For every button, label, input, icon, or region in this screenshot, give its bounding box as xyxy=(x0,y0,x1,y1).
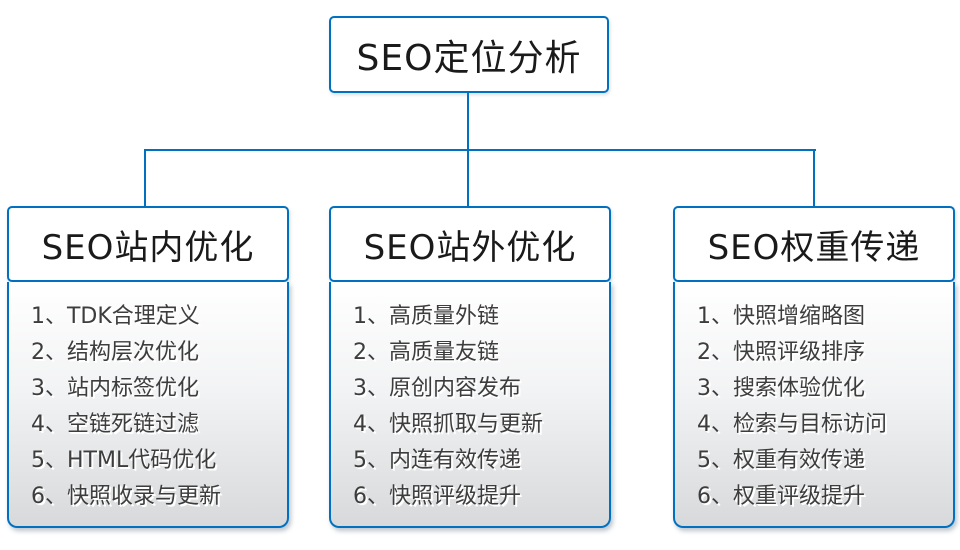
list-item: 1、快照增缩略图 xyxy=(697,304,865,329)
list-item: 5、权重有效传递 xyxy=(697,448,865,473)
connector-right-dropper-line xyxy=(813,149,815,206)
list-item: 4、检索与目标访问 xyxy=(697,412,887,437)
list-item: 1、TDK合理定义 xyxy=(31,304,200,329)
column-header-onsite-title: SEO站内优化 xyxy=(41,227,255,268)
list-item: 5、HTML代码优化 xyxy=(31,448,217,473)
connector-root-vertical-line xyxy=(467,93,469,151)
column-list-onsite: 1、TDK合理定义 2、结构层次优化 3、站内标签优化 4、空链死链过滤 5、H… xyxy=(7,282,289,528)
column-header-offsite: SEO站外优化 xyxy=(329,206,611,282)
column-header-offsite-title: SEO站外优化 xyxy=(363,227,577,268)
root-node-title: SEO定位分析 xyxy=(356,37,582,79)
column-header-weight-title: SEO权重传递 xyxy=(707,227,921,268)
list-item: 1、高质量外链 xyxy=(353,304,499,329)
column-list-offsite: 1、高质量外链 2、高质量友链 3、原创内容发布 4、快照抓取与更新 5、内连有… xyxy=(329,282,611,528)
column-header-weight: SEO权重传递 xyxy=(673,206,955,282)
connector-horizontal-line xyxy=(144,149,816,151)
list-item: 6、快照收录与更新 xyxy=(31,484,221,509)
list-item: 3、原创内容发布 xyxy=(353,376,521,401)
list-item: 4、空链死链过滤 xyxy=(31,412,199,437)
list-item: 2、高质量友链 xyxy=(353,340,499,365)
column-header-onsite: SEO站内优化 xyxy=(7,206,289,282)
list-item: 4、快照抓取与更新 xyxy=(353,412,543,437)
list-item: 2、快照评级排序 xyxy=(697,340,865,365)
list-item: 6、快照评级提升 xyxy=(353,484,521,509)
list-item: 6、权重评级提升 xyxy=(697,484,865,509)
connector-left-dropper-line xyxy=(144,149,146,206)
list-item: 3、站内标签优化 xyxy=(31,376,199,401)
root-node-seo-positioning: SEO定位分析 xyxy=(329,16,609,93)
list-item: 3、搜索体验优化 xyxy=(697,376,865,401)
column-list-weight: 1、快照增缩略图 2、快照评级排序 3、搜索体验优化 4、检索与目标访问 5、权… xyxy=(673,282,955,528)
list-item: 2、结构层次优化 xyxy=(31,340,199,365)
list-item: 5、内连有效传递 xyxy=(353,448,521,473)
connector-center-dropper-line xyxy=(467,149,469,206)
